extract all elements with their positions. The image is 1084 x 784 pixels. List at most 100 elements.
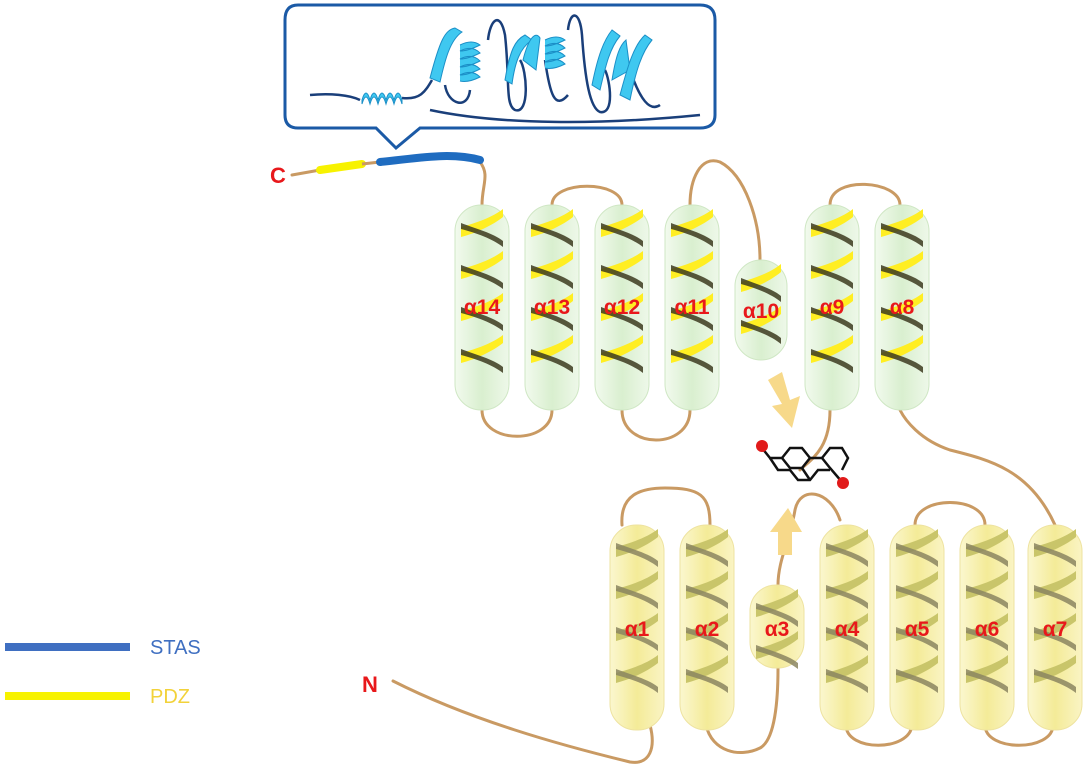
helix-coil-shadow [531,265,573,289]
loop-a3-a4 [776,492,842,587]
helix-coil-shadow [811,307,853,331]
loop-a8-a9-top [828,182,902,207]
helix-coil-shadow [826,543,868,567]
helix-coil-shadow [671,223,713,247]
helix-coil-shadow [826,669,868,693]
label-a14: α14 [464,296,501,319]
label-a1: α1 [625,618,650,641]
label-a13: α13 [534,296,570,319]
loop-a1-a2-top [620,486,712,527]
helix-coil-shadow [1034,543,1076,567]
legend-label-stas: STAS [150,637,201,659]
label-a6: α6 [975,618,1000,641]
label-a7: α7 [1043,618,1068,641]
loop-connectors [290,159,1057,764]
helix-coil-shadow [616,543,658,567]
c-terminal-loop [290,168,322,177]
helix-coil-shadow [601,265,643,289]
helix-coil-shadow [461,223,503,247]
helix-coil-shadow [601,349,643,373]
helix-coil-shadow [671,265,713,289]
steroid-molecule-icon [756,440,850,489]
helix-coil-shadow [616,669,658,693]
helix-coil-shadow [671,349,713,373]
label-a9: α9 [820,296,845,319]
helix-coil-shadow [601,223,643,247]
stas-ribbons [361,27,653,106]
c-terminus-label: C [270,163,286,188]
helix-coil-shadow [896,669,938,693]
loop-a13-a14-bottom [480,408,554,438]
label-a3: α3 [765,618,790,641]
helix-coil-shadow [896,543,938,567]
label-a2: α2 [695,618,720,641]
helix-coil-shadow [741,320,781,344]
helix-coil-shadow [686,669,728,693]
helix-coil-shadow [1034,669,1076,693]
helix-coil-shadow [966,627,1008,651]
label-a12: α12 [604,296,640,319]
helix-coil-shadow [601,307,643,331]
oxygen-atom-right [837,477,849,489]
helix-coil-shadow [1034,627,1076,651]
helix-coil-shadow [966,669,1008,693]
label-a10: α10 [743,300,779,323]
helix-labels: α14 α13 α12 α11 α10 α9 α8 α1 α2 α3 α4 α5… [464,296,1067,641]
helix-coil-shadow [811,223,853,247]
stas-segment [376,152,484,166]
arrow-icon [768,372,802,555]
helix-coil-shadow [966,585,1008,609]
label-a8: α8 [890,296,915,319]
helix-coil-shadow [881,349,923,373]
helix-coil-shadow [671,307,713,331]
helix-coil-shadow [616,585,658,609]
helix-coil-shadow [881,265,923,289]
label-a11: α11 [674,296,709,319]
legend-label-pdz: PDZ [150,686,190,708]
helix-coil-shadow [896,627,938,651]
arrow-down-icon [768,372,800,428]
loop-a6-a7-bottom [983,723,1055,747]
helix-coil-shadow [461,265,503,289]
helix-coil-shadow [531,349,573,373]
stas-structure-inset [283,3,717,151]
loop-a14-stas [478,160,487,207]
helix-coil-shadow [881,223,923,247]
helix-coil-shadow [1034,585,1076,609]
helix-coil-shadow [461,349,503,373]
helix-coil-shadow [826,627,868,651]
n-terminal-loop [391,679,654,764]
helix-coil-shadow [756,603,798,627]
inset-callout-box [283,3,717,151]
label-a5: α5 [905,618,930,641]
n-terminus-label: N [362,672,378,697]
helix-coil-shadow [686,585,728,609]
loop-a11-a12-bottom [620,408,692,442]
helix-coil-shadow [811,349,853,373]
arrow-up-icon [770,508,802,555]
helix-coil-shadow [616,627,658,651]
helix-coil-stripes [461,209,1076,693]
helix-coil-shadow [826,585,868,609]
loop-a2-a3-bottom [704,666,780,754]
loop-a4-a5-bottom [844,723,914,747]
loop-a10-a11 [688,159,762,262]
loop-a5-a6-top [913,501,987,527]
helix-coil-shadow [881,307,923,331]
loop-a12-a13-top [550,184,624,207]
loop-a7-a8 [898,408,1057,527]
legend: STAS PDZ [5,637,201,708]
helix-coil-shadow [531,307,573,331]
helix-coil-shadow [686,627,728,651]
helix-coil-shadow [966,543,1008,567]
oxygen-atom-left [756,440,768,452]
helix-coil-shadow [686,543,728,567]
helix-coil-shadow [531,223,573,247]
label-a4: α4 [835,618,860,641]
helix-coil-shadow [756,645,798,669]
helix-coil-shadow [811,265,853,289]
helix-coil-shadow [896,585,938,609]
helix-coil-shadow [461,307,503,331]
helix-coil-shadow [741,278,781,302]
